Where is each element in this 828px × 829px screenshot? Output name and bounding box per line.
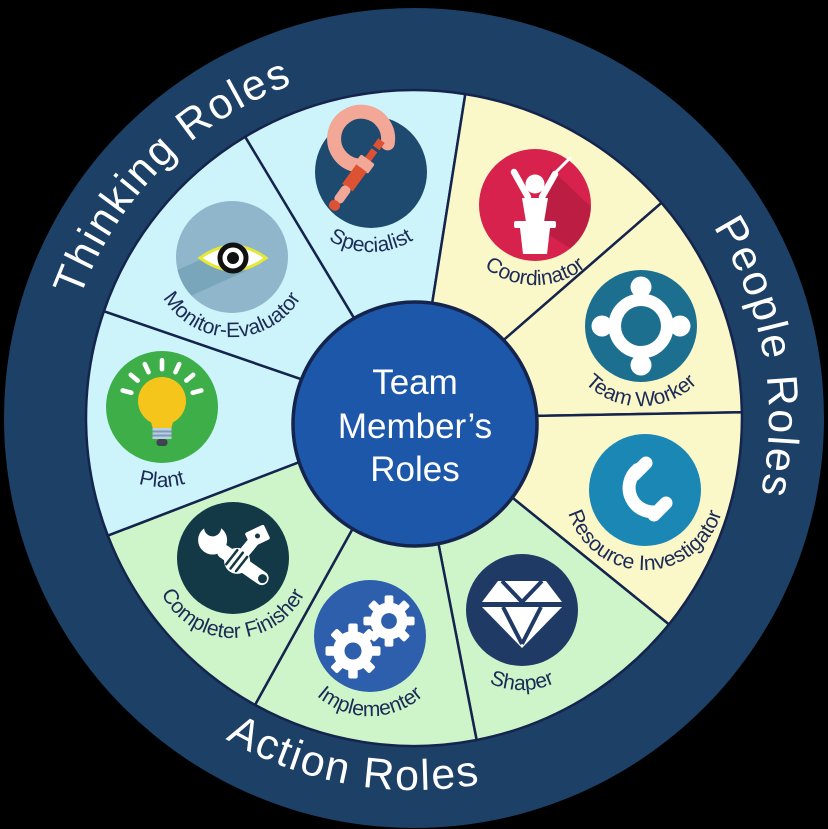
role-shaper [466, 554, 578, 666]
hub-title: Team Member’s Roles [338, 363, 492, 489]
role-coordinator [479, 149, 591, 261]
diamond-icon [482, 579, 562, 648]
lightbulb-rays [120, 358, 204, 396]
hub-line-3: Roles [370, 450, 459, 489]
hub-line-1: Team [372, 363, 458, 402]
gears-icon [325, 595, 415, 679]
role-team-worker [585, 270, 697, 382]
conductor-icon [510, 156, 591, 261]
role-specialist [315, 104, 427, 228]
resource-investigator-circle [589, 434, 701, 546]
eye-icon [176, 242, 269, 303]
people-ring-icon [591, 276, 691, 376]
role-implementer [314, 580, 426, 692]
hub-line-2: Member’s [338, 407, 492, 446]
role-plant [106, 351, 218, 463]
role-monitor-evaluator [176, 201, 288, 313]
wrench-hand-icon [198, 519, 270, 586]
lightbulb-icon [120, 358, 204, 446]
hub-circle [291, 300, 539, 548]
role-completer-finisher [177, 502, 289, 614]
telephone-icon [622, 456, 673, 522]
label-plant: Plant [137, 466, 187, 492]
role-resource-investigator [589, 434, 701, 546]
micrometer-icon [327, 104, 396, 211]
